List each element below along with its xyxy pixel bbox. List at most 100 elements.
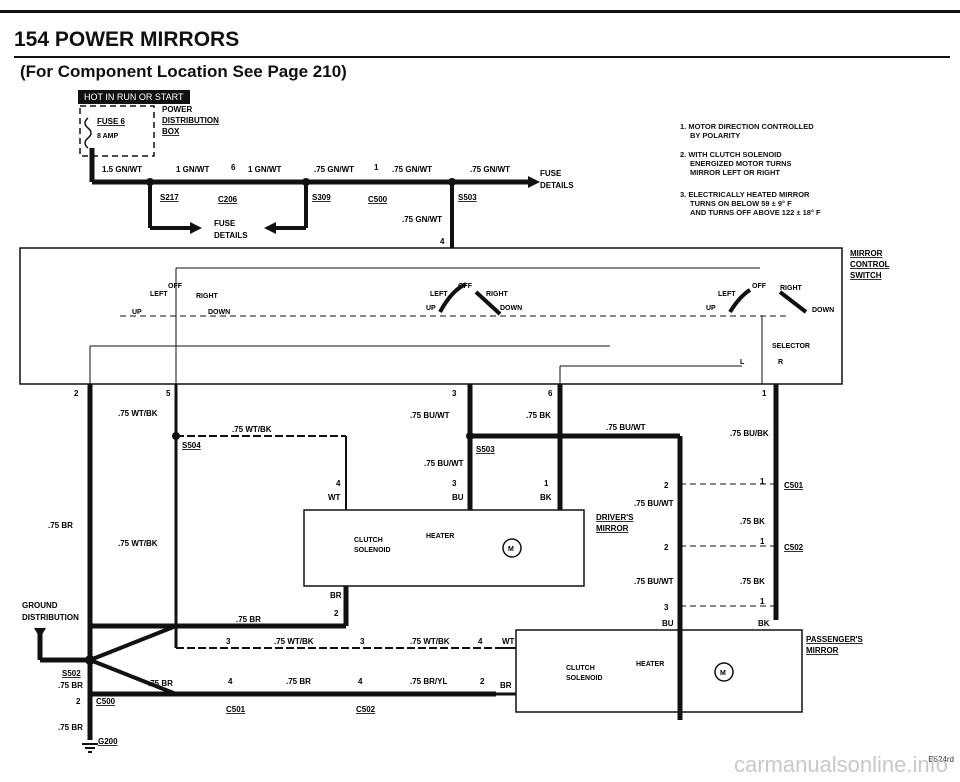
- wire-label: .75 BR/YL: [410, 677, 447, 686]
- pin-br: BR: [500, 681, 512, 690]
- wire-label: .75 WT/BK: [118, 539, 158, 548]
- pin-br: BR: [330, 591, 342, 600]
- connector-c500: C500: [368, 195, 388, 204]
- wire-label: .75 GN/WT: [314, 165, 354, 174]
- switch-pin: 1: [762, 389, 767, 398]
- wire-label: .75 BU/WT: [606, 423, 646, 432]
- fuse-label: FUSE 6: [97, 117, 126, 126]
- pin-num: 4: [478, 637, 483, 646]
- pin-num: 2: [480, 677, 485, 686]
- ground-arrow-icon: [34, 628, 46, 638]
- switch-pin: 2: [74, 389, 79, 398]
- switch-up: UP: [426, 305, 436, 312]
- driver-clutch: CLUTCH: [354, 537, 383, 544]
- switch-down: DOWN: [812, 307, 834, 314]
- passenger-label-1: PASSENGER'S: [806, 635, 864, 644]
- pin-num: 4: [336, 479, 341, 488]
- fusebox-label-3: BOX: [162, 127, 180, 136]
- page-title: 154 POWER MIRRORS: [14, 28, 240, 51]
- switch-pin: 6: [548, 389, 553, 398]
- wire-label: .75 GN/WT: [402, 215, 442, 224]
- wire-label: .75 BU/WT: [634, 499, 674, 508]
- driver-heater: HEATER: [426, 533, 454, 540]
- switch-blade: [474, 290, 502, 316]
- figure-code: E524rd: [928, 755, 954, 764]
- wire-label: .75 BU/BK: [730, 429, 769, 438]
- fuse-details-right-2: DETAILS: [540, 181, 574, 190]
- wire-label: .75 WT/BK: [410, 637, 450, 646]
- passenger-clutch: CLUTCH: [566, 665, 595, 672]
- fusebox-label-1: POWER: [162, 105, 192, 114]
- switch-down: DOWN: [500, 305, 522, 312]
- selector-r: R: [778, 359, 783, 366]
- connector-c500: C500: [96, 697, 116, 706]
- wire-label: .75 BR: [148, 679, 173, 688]
- ground-branch: [89, 658, 177, 696]
- wire-label: .75 GN/WT: [392, 165, 432, 174]
- pin-num: 4: [358, 677, 363, 686]
- wire-label: .75 BK: [740, 517, 765, 526]
- pin-num: 2: [334, 609, 339, 618]
- switch-right: RIGHT: [780, 285, 803, 292]
- pin-num: 4: [228, 677, 233, 686]
- switch-left: LEFT: [150, 291, 168, 298]
- connector-s503: S503: [458, 193, 477, 202]
- switch-right: RIGHT: [196, 293, 219, 300]
- ground-label-1: GROUND: [22, 601, 58, 610]
- ground-g200: G200: [98, 737, 118, 746]
- wire-label: .75 WT/BK: [118, 409, 158, 418]
- switch-left: LEFT: [718, 291, 736, 298]
- selector-label: SELECTOR: [772, 343, 810, 350]
- fuse-details-left-1: FUSE: [214, 219, 236, 228]
- top-rule: [0, 10, 960, 13]
- fuse-details-right-1: FUSE: [540, 169, 562, 178]
- pin-wt: WT: [328, 493, 341, 502]
- switch-up: UP: [706, 305, 716, 312]
- switch-off: OFF: [752, 283, 767, 290]
- switch-blade: [728, 288, 752, 314]
- wire-label: .75 BU/WT: [634, 577, 674, 586]
- switch-pin: 3: [452, 389, 457, 398]
- passenger-label-2: MIRROR: [806, 646, 839, 655]
- switch-label-3: SWITCH: [850, 271, 882, 280]
- watermark: carmanualsonline.info: [733, 752, 948, 777]
- wire-label: .75 BK: [526, 411, 551, 420]
- driver-motor-m: M: [508, 546, 514, 553]
- pin-num: 1: [760, 597, 765, 606]
- pin-num: 2: [76, 697, 81, 706]
- pin-num: 3: [664, 603, 669, 612]
- fuse-box-outline: [79, 105, 155, 157]
- switch-label-2: CONTROL: [850, 260, 890, 269]
- switch-pin: 5: [166, 389, 171, 398]
- connector-s217: S217: [160, 193, 179, 202]
- splice-dot: [172, 432, 180, 440]
- page-subtitle: (For Component Location See Page 210): [20, 62, 347, 81]
- connector-s309: S309: [312, 193, 331, 202]
- wire-label: 1 GN/WT: [176, 165, 209, 174]
- connector-c206: C206: [218, 195, 238, 204]
- pin-num: 3: [226, 637, 231, 646]
- switch-blade: [778, 290, 808, 314]
- fuse-details-left-2: DETAILS: [214, 231, 248, 240]
- pin-num: 1: [760, 477, 765, 486]
- passenger-motor-icon: [714, 662, 734, 682]
- pin-num: 2: [664, 481, 669, 490]
- pin-label: 1: [374, 163, 379, 172]
- switch-right: RIGHT: [486, 291, 509, 298]
- fuse-details-arrow-icon: [190, 222, 202, 234]
- drivers-mirror-box: [303, 509, 585, 587]
- pin-bk: BK: [540, 493, 552, 502]
- wire-label: .75 BR: [58, 681, 83, 690]
- switch-off: OFF: [168, 283, 183, 290]
- title-rule: [14, 56, 950, 58]
- mirror-control-switch-box: [19, 247, 843, 385]
- connector-s503: S503: [476, 445, 495, 454]
- pin-num: 2: [664, 543, 669, 552]
- pin-bu: BU: [452, 493, 464, 502]
- hot-in-run-badge: HOT IN RUN OR START: [78, 90, 190, 104]
- pin-label: 6: [231, 163, 236, 172]
- passengers-mirror-box: [515, 629, 803, 713]
- fuse-details-arrow-icon: [528, 176, 540, 188]
